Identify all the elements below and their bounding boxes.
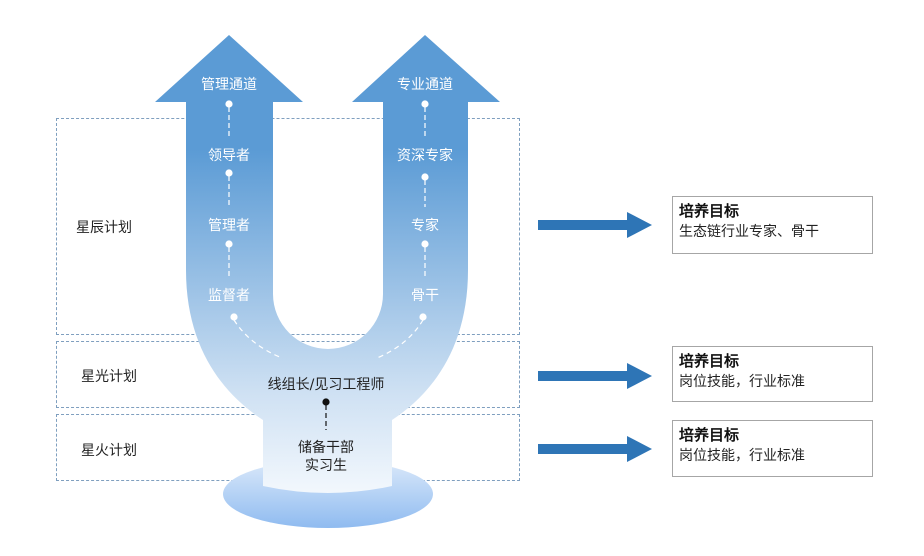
goal-desc: 岗位技能，行业标准 <box>679 448 805 464</box>
management-step-supervisor: 监督者 <box>208 288 250 304</box>
plan-label-xingchen: 星辰计划 <box>76 220 132 236</box>
pointer-arrow-3 <box>538 436 652 462</box>
plan-label-xingguang: 星光计划 <box>81 369 137 385</box>
goal-desc: 岗位技能，行业标准 <box>679 374 805 390</box>
management-connectors <box>225 100 283 359</box>
junction-label: 线组长/见习工程师 <box>267 377 385 393</box>
professional-channel-title: 专业通道 <box>397 77 453 93</box>
goal-desc: 生态链行业专家、骨干 <box>679 224 819 240</box>
goal-title: 培养目标 <box>679 352 740 370</box>
junction-connector <box>322 398 330 430</box>
management-step-leader: 领导者 <box>208 148 250 164</box>
goal-box-xinghuo: 培养目标 岗位技能，行业标准 <box>672 420 873 477</box>
pointer-arrow-2 <box>538 363 652 389</box>
u-shape-arrows <box>155 35 500 493</box>
base-label-reserve-cadre: 储备干部 <box>298 440 354 456</box>
professional-step-senior-expert: 资深专家 <box>397 148 453 164</box>
pointer-arrow-1 <box>538 212 652 238</box>
goal-title: 培养目标 <box>679 202 740 220</box>
base-label-intern: 实习生 <box>305 458 347 474</box>
management-step-manager: 管理者 <box>208 218 250 234</box>
professional-connectors <box>376 100 429 359</box>
professional-step-backbone: 骨干 <box>411 288 439 304</box>
management-channel-title: 管理通道 <box>201 77 257 93</box>
goal-box-xingguang: 培养目标 岗位技能，行业标准 <box>672 346 873 402</box>
professional-step-expert: 专家 <box>411 218 439 234</box>
plan-label-xinghuo: 星火计划 <box>81 443 137 459</box>
goal-box-xingchen: 培养目标 生态链行业专家、骨干 <box>672 196 873 254</box>
goal-title: 培养目标 <box>679 426 740 444</box>
